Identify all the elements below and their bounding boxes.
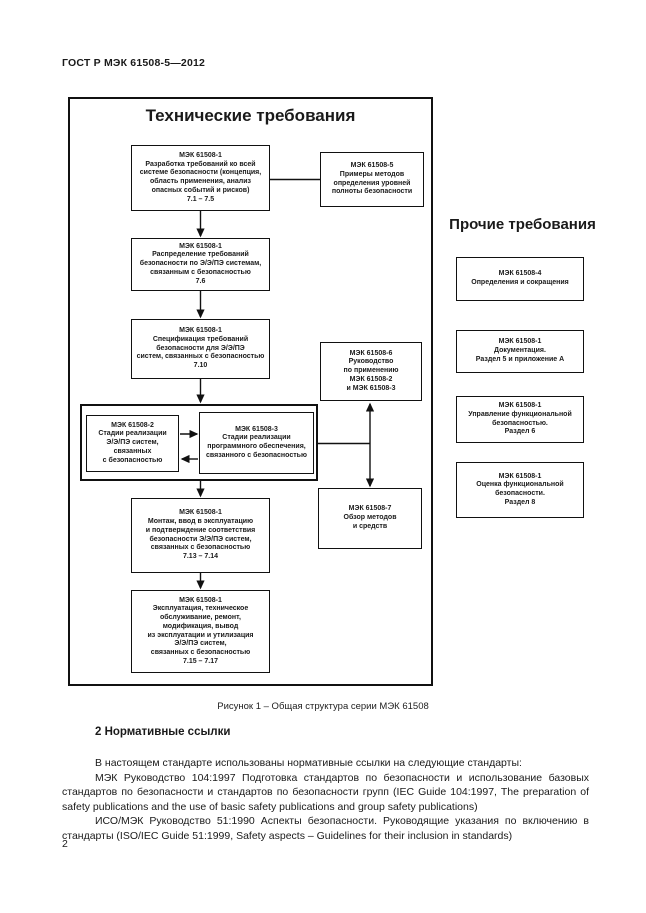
- paragraph-iso-iec-guide-51: ИСО/МЭК Руководство 51:1990 Аспекты безо…: [62, 815, 589, 842]
- box-functional-safety-assessment: МЭК 61508-1 Оценка функциональной безопа…: [456, 462, 584, 518]
- box-overall-safety-requirements: МЭК 61508-1 Разработка требований ко все…: [131, 145, 270, 211]
- other-requirements-title: Прочие требования: [449, 216, 596, 233]
- box-realisation-group: [80, 404, 318, 481]
- document-header: ГОСТ Р МЭК 61508-5—2012: [62, 57, 206, 69]
- technical-requirements-frame: [68, 97, 433, 686]
- box-definitions-abbreviations: МЭК 61508-4 Определения и сокращения: [456, 257, 584, 301]
- page-number: 2: [62, 838, 68, 850]
- box-realisation-ee-systems: МЭК 61508-2 Стадии реализации Э/Э/ПЭ сис…: [86, 415, 179, 472]
- figure-caption: Рисунок 1 – Общая структура серии МЭК 61…: [217, 701, 429, 712]
- box-realisation-software: МЭК 61508-3 Стадии реализации программно…: [199, 412, 314, 474]
- section-heading: 2 Нормативные ссылки: [95, 726, 231, 738]
- box-application-guidance: МЭК 61508-6 Руководство по применению МЭ…: [320, 342, 422, 401]
- technical-requirements-title: Технические требования: [145, 106, 356, 125]
- box-installation-commissioning: МЭК 61508-1 Монтаж, ввод в эксплуатацию …: [131, 498, 270, 573]
- box-documentation: МЭК 61508-1 Документация. Раздел 5 и при…: [456, 330, 584, 373]
- box-techniques-overview: МЭК 61508-7 Обзор методов и средств: [318, 488, 422, 549]
- box-requirements-allocation: МЭК 61508-1 Распределение требований без…: [131, 238, 270, 291]
- paragraph-intro: В настоящем стандарте использованы норма…: [95, 757, 522, 769]
- box-safety-specification: МЭК 61508-1 Спецификация требований безо…: [131, 319, 270, 379]
- box-sil-methods: МЭК 61508-5 Примеры методов определения …: [320, 152, 424, 207]
- body-text: В настоящем стандарте использованы норма…: [62, 756, 589, 844]
- box-functional-safety-management: МЭК 61508-1 Управление функциональной бе…: [456, 396, 584, 443]
- box-operation-maintenance: МЭК 61508-1 Эксплуатация, техническое об…: [131, 590, 270, 673]
- paragraph-iec-guide-104: МЭК Руководство 104:1997 Подготовка стан…: [62, 771, 589, 813]
